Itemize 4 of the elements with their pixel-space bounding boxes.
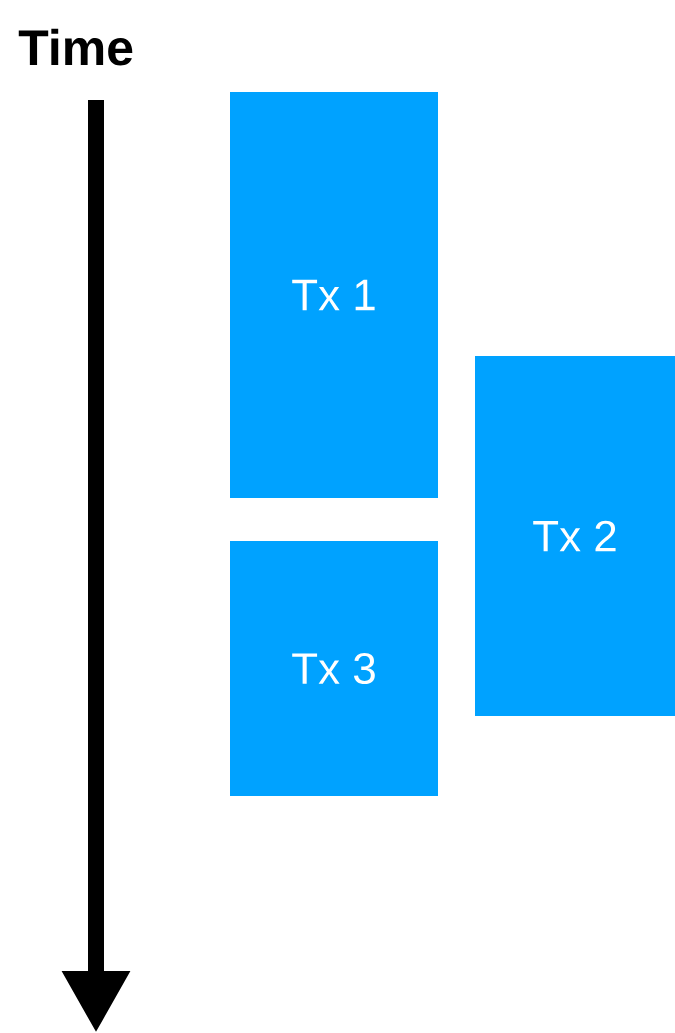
transaction-box: Tx 3	[230, 541, 438, 796]
axis-label: Time	[18, 28, 133, 66]
transaction-box: Tx 2	[475, 356, 675, 716]
transaction-box: Tx 1	[230, 92, 438, 498]
